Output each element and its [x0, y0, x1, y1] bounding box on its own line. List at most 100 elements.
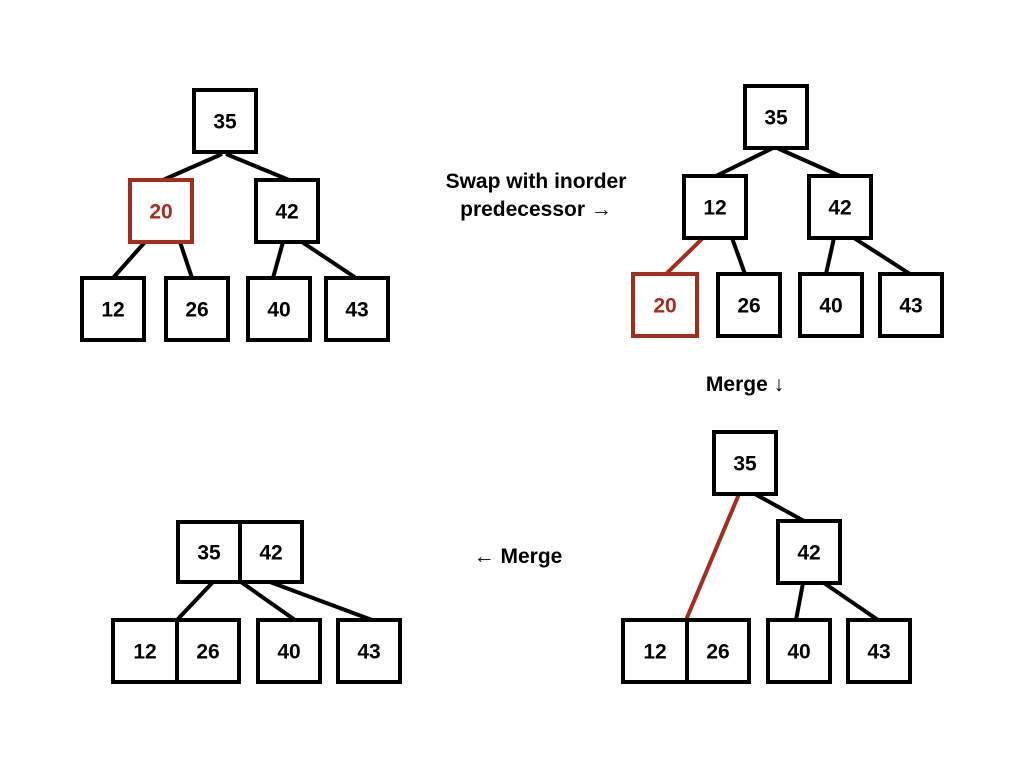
node-box [256, 618, 322, 684]
node-label: 43 [345, 299, 368, 322]
edge-35-12 [684, 493, 741, 621]
node-label: 43 [357, 641, 380, 664]
merge-down-caption: Merge ↓ [705, 373, 785, 396]
node-label: 43 [867, 641, 890, 664]
node-box [682, 174, 748, 240]
node-box [246, 276, 312, 342]
tree-node-12: 12 [682, 174, 748, 240]
node-box [238, 520, 304, 584]
tree-node-12: 12 [621, 618, 689, 684]
edge-35-20 [162, 152, 223, 182]
tree-node-12: 12 [111, 618, 179, 684]
edge-42-43 [269, 580, 373, 622]
node-label: 26 [706, 641, 729, 664]
edge-42-40 [794, 582, 805, 621]
node-label: 35 [764, 107, 788, 130]
node-box [716, 272, 782, 338]
node-label: 12 [101, 299, 124, 322]
node-box [111, 618, 179, 684]
node-label: 35 [197, 542, 221, 565]
tree-node-40: 40 [766, 618, 832, 684]
node-label: 43 [899, 295, 922, 318]
tree-node-43: 43 [324, 276, 390, 342]
tree-node-43: 43 [336, 618, 402, 684]
node-label: 35 [213, 111, 237, 134]
edge-42-40 [239, 580, 297, 622]
edge-35-42 [754, 492, 805, 523]
tree-node-43: 43 [878, 272, 944, 338]
edge-42-43 [300, 240, 358, 280]
node-box [766, 618, 832, 684]
edges-step-2-swapped [664, 146, 912, 276]
node-box [80, 276, 146, 342]
edge-42-40 [824, 237, 836, 275]
node-box [712, 430, 778, 496]
edge-20-26 [178, 241, 194, 279]
edge-35-42 [776, 146, 841, 178]
node-box [846, 618, 912, 684]
tree-node-26: 26 [716, 272, 782, 338]
node-box [878, 272, 944, 338]
node-label: 42 [275, 201, 298, 224]
node-label: 26 [185, 299, 208, 322]
node-box [254, 178, 320, 244]
node-label: 42 [828, 197, 851, 220]
edges-step-3-merged-leaf [684, 492, 880, 622]
tree-node-26: 26 [175, 618, 241, 684]
swap-caption: Swap with inorder predecessor → [420, 168, 652, 224]
node-label: 42 [797, 542, 820, 565]
edge-35-12 [715, 146, 774, 178]
tree-node-20: 20 [128, 178, 194, 244]
edge-20-12 [111, 240, 147, 280]
tree-node-40: 40 [246, 276, 312, 342]
node-box [324, 276, 390, 342]
node-label: 12 [133, 641, 156, 664]
tree-node-42: 42 [807, 174, 873, 240]
node-box [175, 618, 241, 684]
tree-node-35: 35 [192, 88, 258, 154]
nodes-step-1-initial: 35 20 42 12 26 40 43 [80, 88, 390, 342]
tree-node-40: 40 [256, 618, 322, 684]
node-box [776, 519, 842, 585]
swap-caption-line-2: predecessor → [460, 198, 612, 221]
tree-node-35: 35 [712, 430, 778, 496]
tree-node-42: 42 [776, 519, 842, 585]
node-label: 20 [149, 201, 172, 224]
tree-node-40: 40 [798, 272, 864, 338]
tree-node-26: 26 [685, 618, 751, 684]
node-box [798, 272, 864, 338]
tree-step-1-initial: 35 20 42 12 26 40 43 [80, 88, 390, 342]
swap-caption-line-1: Swap with inorder [445, 170, 627, 193]
edge-35-26 [175, 580, 215, 622]
edge-42-43 [852, 236, 912, 276]
tree-node-26: 26 [164, 276, 230, 342]
node-box [336, 618, 402, 684]
tree-node-42: 42 [238, 520, 304, 584]
node-box [743, 84, 809, 150]
nodes-step-4-merged-root: 35 42 12 26 40 43 [111, 520, 402, 684]
tree-node-43: 43 [846, 618, 912, 684]
node-label: 40 [787, 641, 810, 664]
node-label: 35 [733, 453, 757, 476]
tree-step-3-merged-leaf: 35 42 12 26 40 43 [621, 430, 912, 684]
tree-node-42: 42 [254, 178, 320, 244]
tree-node-20: 20 [631, 272, 699, 338]
edge-42-40 [271, 241, 285, 279]
edge-35-42 [225, 152, 290, 182]
tree-node-35: 35 [176, 520, 242, 584]
tree-node-35: 35 [743, 84, 809, 150]
node-label: 26 [196, 641, 219, 664]
node-box [631, 272, 699, 338]
node-label: 12 [703, 197, 726, 220]
edge-12-26 [730, 237, 747, 275]
node-box [685, 618, 751, 684]
tree-step-4-merged-root: 35 42 12 26 40 43 [111, 520, 402, 684]
edges-step-1-initial [111, 152, 358, 280]
merge-left-caption: ← Merge [473, 545, 563, 568]
node-label: 42 [259, 542, 282, 565]
edge-42-43 [822, 581, 880, 622]
node-box [164, 276, 230, 342]
